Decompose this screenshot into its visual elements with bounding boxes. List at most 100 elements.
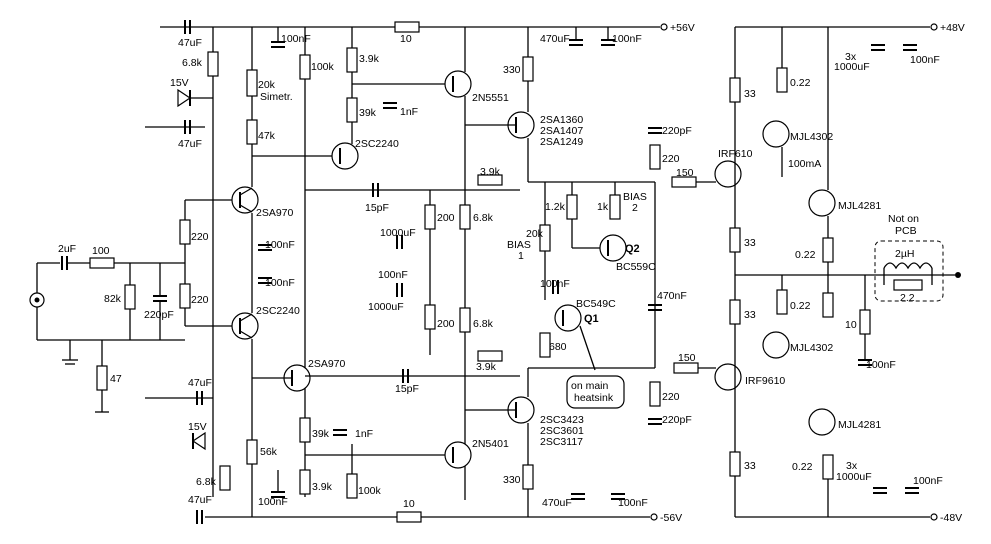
resistor-220-drv-bot — [649, 381, 661, 407]
r-022-b-label: 0.22 — [795, 249, 816, 261]
resistor-220-bot — [179, 283, 191, 309]
cap-220pf-top-label: 220pF — [662, 125, 692, 137]
r-82k-label: 82k — [104, 293, 122, 305]
bias2-label-2: 2 — [632, 202, 638, 214]
resistor-33-a — [729, 77, 741, 103]
r-47-label: 47 — [110, 373, 122, 385]
r-3p9k-fb-top-label: 3.9k — [480, 166, 501, 178]
q-input-top-label: 2SA970 — [256, 207, 294, 219]
cap-470nf-label: 470nF — [657, 290, 687, 302]
terminal-neg48 — [930, 513, 938, 521]
terminal-neg56 — [650, 513, 658, 521]
r-150-top-label: 150 — [676, 167, 694, 179]
q-cs-lower-label: 2SA970 — [308, 358, 346, 370]
r-39k-upper-label: 39k — [359, 107, 377, 119]
r-68k-fb-bot-label: 6.8k — [473, 318, 494, 330]
r-input-series-label: 100 — [92, 245, 110, 257]
trimmer-bias-label: 20k — [526, 228, 544, 240]
cap-bank-top-line1: 3x — [845, 51, 857, 63]
transistor-cs-upper — [331, 142, 359, 170]
cap-dec-a-label: 100nF — [265, 239, 295, 251]
resistor-10-top — [394, 21, 420, 33]
resistor-33-d — [729, 451, 741, 477]
transistor-driver-bot — [762, 331, 790, 359]
cap-470uf-bot-label: 470uF — [542, 497, 572, 509]
r-10-top-label: 10 — [400, 33, 412, 45]
cap-100nf-out-top-label: 100nF — [910, 54, 940, 66]
cap-1nf-upper-label: 1nF — [400, 106, 418, 118]
r-330-top-label: 330 — [503, 64, 521, 76]
r-150-bot-label: 150 — [678, 352, 696, 364]
resistor-200-bot — [424, 304, 436, 330]
terminal-pos56 — [660, 23, 668, 31]
cap-dec-b-label: 100nF — [265, 277, 295, 289]
resistor-100k-bot — [346, 473, 358, 499]
rail-pos56-label: +56V — [670, 22, 695, 34]
r-33-d-label: 33 — [744, 460, 756, 472]
r-100k-top-label: 100k — [311, 61, 335, 73]
q1-label: Q1 — [584, 313, 599, 325]
cap-100nf-lower-label: 100nF — [258, 496, 288, 508]
resistor-39k-fb-bot — [477, 350, 503, 362]
bias1-label-1: BIAS — [507, 239, 531, 251]
resistor-39k-upper — [346, 97, 358, 123]
cap-1000uf-bot-label: 1000uF — [368, 301, 404, 313]
cap-47uf-bot-b-label: 47uF — [188, 494, 212, 506]
cap-470uf-top-label: 470uF — [540, 33, 570, 45]
cap-100nf-vas-top-label: 100nF — [612, 33, 642, 45]
resistor-150-bot — [673, 362, 699, 374]
r-022-a-label: 0.22 — [790, 77, 811, 89]
r-3p9k-fb-bot-label: 3.9k — [476, 361, 497, 373]
transistor-cascode-upper — [444, 70, 472, 98]
rail-pos48-label: +48V — [940, 22, 965, 34]
cap-bank-top-line2: 1000uF — [834, 61, 870, 73]
resistor-330-bot — [522, 464, 534, 490]
q-input-bot-label: 2SC2240 — [256, 305, 300, 317]
resistor-022-c — [776, 289, 788, 315]
transistor-input-npn — [231, 312, 259, 340]
input-stage: 2uF 100 82k 220pF 47 220 220 — [29, 186, 300, 413]
heatsink-note-line1: on main — [571, 380, 609, 392]
r-100k-bot-label: 100k — [358, 485, 382, 497]
r-1p2k-label: 1.2k — [545, 201, 566, 213]
q2-type-label: BC559C — [616, 261, 656, 273]
cap-220pf-label: 220pF — [144, 309, 174, 321]
cap-bank-bot-line1: 3x — [846, 460, 858, 472]
bias1-label-2: 1 — [518, 250, 524, 262]
transistor-q1 — [554, 304, 582, 332]
resistor-47 — [96, 365, 108, 391]
trimmer-symmetry — [246, 69, 258, 97]
output-stage: 33 33 33 33 0.22 MJL4302 100mA MJL4281 0… — [729, 27, 961, 517]
resistor-022-b — [822, 237, 834, 263]
rail-neg56-label: -56V — [660, 512, 682, 524]
q-driver-top-label: MJL4302 — [790, 131, 833, 143]
not-on-pcb-line1: Not on — [888, 213, 919, 225]
r-10-bot-label: 10 — [403, 498, 415, 510]
resistor-47k — [246, 119, 258, 145]
resistor-39k-lower — [299, 417, 311, 443]
resistor-022-d-top — [822, 292, 834, 318]
resistor-68k-bot — [219, 465, 231, 491]
transistor-q2 — [599, 234, 627, 262]
r-33-c-label: 33 — [744, 309, 756, 321]
cap-100nf-vas-bot-label: 100nF — [618, 497, 648, 509]
heatsink-note-line2: heatsink — [574, 392, 614, 404]
resistor-68k-top — [207, 51, 219, 77]
r-200-bot-label: 200 — [437, 318, 455, 330]
resistor-56k — [246, 439, 258, 465]
cap-100nf-bias-label: 100nF — [540, 278, 570, 290]
resistor-022-a — [776, 67, 788, 93]
r-220-bot-label: 220 — [191, 294, 209, 306]
transistor-output-bot — [808, 408, 836, 436]
q-cascode-lower-label: 2N5401 — [472, 438, 509, 450]
resistor-zobel — [859, 309, 871, 335]
q-vas-lower-line1: 2SC3423 — [540, 414, 584, 426]
q-output-bot-label: MJL4281 — [838, 419, 881, 431]
upper-current-source: 47uF 6.8k 15V 47uF 20k Simetr. 47k 100nF… — [145, 20, 509, 500]
resistor-68k-fb-top — [459, 204, 471, 230]
heatsink-note-box — [566, 375, 625, 409]
r-220-drv-bot-label: 220 — [662, 391, 680, 403]
r-200-top-label: 200 — [437, 212, 455, 224]
not-on-pcb-line2: PCB — [895, 225, 917, 237]
current-label: 100mA — [788, 158, 821, 170]
